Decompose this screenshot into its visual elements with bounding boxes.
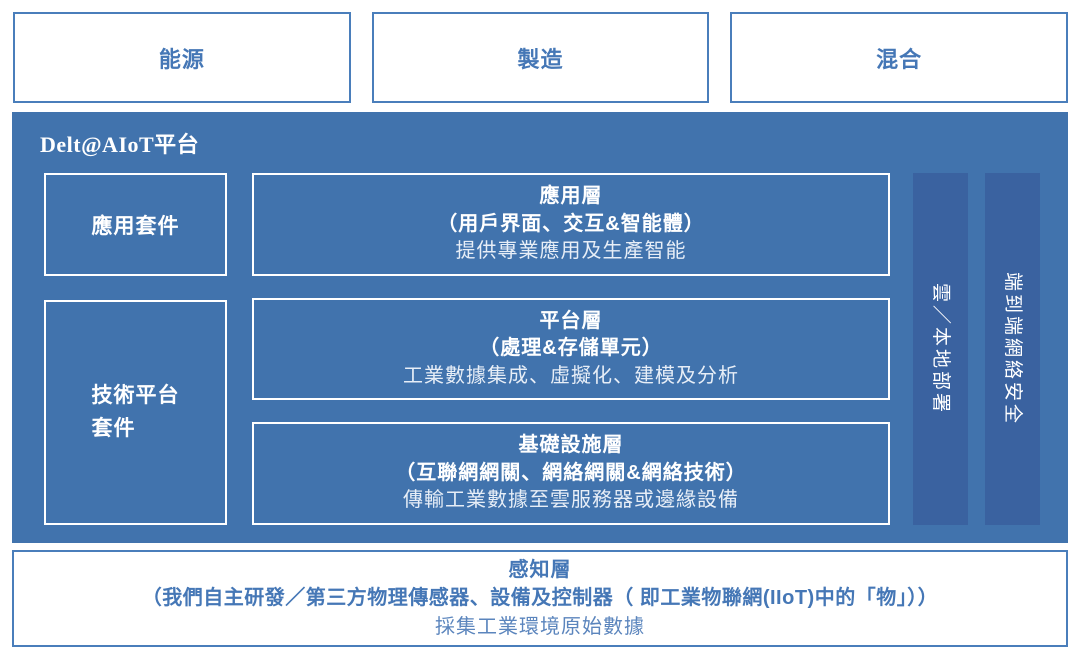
sector-box-manufacturing: 製造: [371, 12, 710, 103]
perception-description: 採集工業環境原始數據: [435, 615, 645, 638]
layer-box-platform: 平台層 （處理&存儲單元） 工業數據集成、虛擬化、建模及分析: [252, 297, 890, 401]
layer-box-infrastructure: 基礎設施層 （互聯網網關、網絡網關&網絡技術） 傳輸工業數據至雲服務器或邊緣設備: [252, 422, 890, 526]
layer-title: 基礎設施層: [518, 434, 624, 457]
platform-title: Delt@AIoT平台: [40, 132, 200, 157]
suites-column: 應用套件 技術平台 套件: [44, 173, 227, 525]
suite-box-tech-platform: 技術平台 套件: [44, 300, 227, 525]
sector-box-energy: 能源: [13, 12, 351, 103]
platform-panel: Delt@AIoT平台 應用套件 技術平台 套件 應用層 （用戶界面、交: [12, 112, 1068, 543]
sector-box-hybrid: 混合: [730, 12, 1069, 103]
perception-layer-box: 感知層 （我們自主研發／第三方物理傳感器、設備及控制器（ 即工業物聯網(IIoT…: [12, 550, 1068, 647]
layer-description: 傳輸工業數據至雲服務器或邊緣設備: [403, 489, 739, 512]
sector-row: 能源 製造 混合: [13, 12, 1069, 103]
suite-label: 應用套件: [91, 214, 180, 238]
suite-box-application: 應用套件: [44, 173, 227, 276]
layer-title: 應用層: [539, 184, 603, 207]
suite-label: 技術平台 套件: [91, 383, 180, 440]
layer-title: 平台層: [539, 309, 603, 332]
layer-box-application: 應用層 （用戶界面、交互&智能體） 提供專業應用及生產智能: [252, 173, 890, 276]
layers-column: 應用層 （用戶界面、交互&智能體） 提供專業應用及生產智能 平台層 （處理&存儲…: [252, 173, 890, 526]
sidebar-end-to-end-network-security: 端到端網絡安全: [985, 173, 1040, 525]
perception-subtitle: （我們自主研發／第三方物理傳感器、設備及控制器（ 即工業物聯網(IIoT)中的「…: [141, 587, 939, 610]
perception-title: 感知層: [508, 558, 572, 581]
layer-subtitle: （處理&存儲單元）: [479, 337, 663, 360]
sidebar-cloud-local-deployment: 雲／本地部署: [913, 173, 968, 525]
layer-subtitle: （互聯網網關、網絡網關&網絡技術）: [395, 461, 747, 484]
layer-description: 工業數據集成、虛擬化、建模及分析: [403, 364, 739, 387]
platform-content: 應用套件 技術平台 套件 應用層 （用戶界面、交互&智能體） 提供專業應用及生產…: [44, 173, 1040, 526]
layer-subtitle: （用戶界面、交互&智能體）: [437, 212, 705, 235]
layer-description: 提供專業應用及生產智能: [455, 240, 687, 263]
